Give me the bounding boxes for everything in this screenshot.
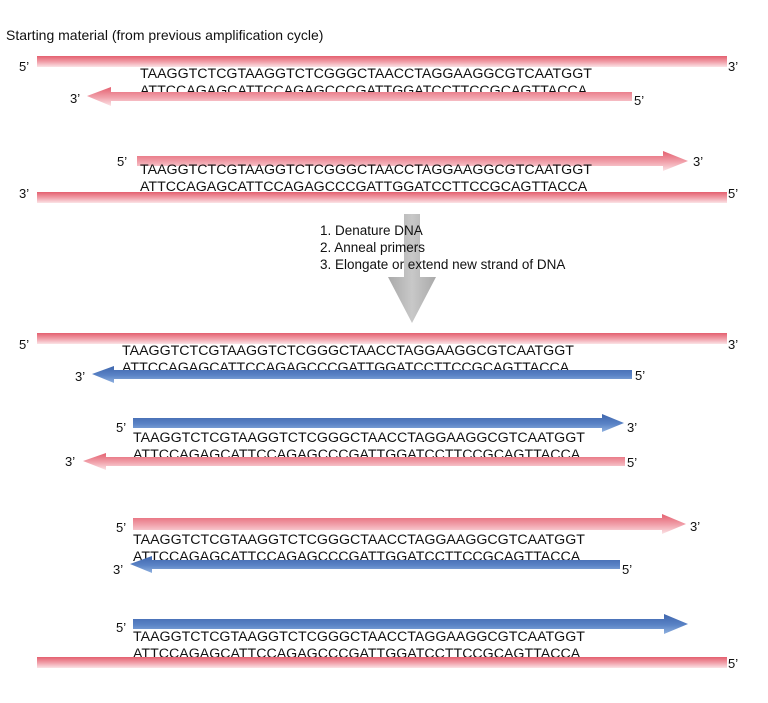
five-prime-label: 5’ bbox=[728, 656, 738, 671]
five-prime-label: 5’ bbox=[634, 93, 644, 108]
three-prime-label: 3’ bbox=[70, 91, 80, 106]
three-prime-label: 3’ bbox=[113, 562, 123, 577]
five-prime-label: 5’ bbox=[116, 520, 126, 535]
new-strand-arrow-left bbox=[130, 556, 620, 573]
three-prime-label: 3’ bbox=[693, 154, 703, 169]
top-strand-sequence: TAAGGTCTCGTAAGGTCTCGGGCTAACCTAGGAAGGCGTC… bbox=[140, 66, 592, 82]
five-prime-label: 5’ bbox=[116, 620, 126, 635]
three-prime-label: 3’ bbox=[65, 454, 75, 469]
five-prime-label: 5’ bbox=[627, 455, 637, 470]
bottom-strand-sequence: ATTCCAGAGCATTCCAGAGCCCGATTGGATCCTTCCGCAG… bbox=[140, 179, 588, 195]
three-prime-label: 3’ bbox=[728, 59, 738, 74]
three-prime-label: 3’ bbox=[627, 420, 637, 435]
five-prime-label: 5’ bbox=[117, 154, 127, 169]
three-prime-label: 3’ bbox=[19, 186, 29, 201]
three-prime-label: 3’ bbox=[728, 337, 738, 352]
five-prime-label: 5’ bbox=[728, 186, 738, 201]
new-strand-arrow-right bbox=[133, 414, 624, 432]
three-prime-label: 3’ bbox=[690, 519, 700, 534]
strand-arrow-left bbox=[83, 453, 625, 470]
top-strand-sequence: TAAGGTCTCGTAAGGTCTCGGGCTAACCTAGGAAGGCGTC… bbox=[140, 162, 592, 178]
strand-arrow-right bbox=[133, 514, 686, 534]
diagram-title: Starting material (from previous amplifi… bbox=[6, 27, 324, 43]
step-denature: 1. Denature DNA bbox=[320, 223, 423, 238]
top-strand-sequence: TAAGGTCTCGTAAGGTCTCGGGCTAACCTAGGAAGGCGTC… bbox=[133, 430, 585, 446]
top-strand-sequence: TAAGGTCTCGTAAGGTCTCGGGCTAACCTAGGAAGGCGTC… bbox=[133, 629, 585, 645]
top-strand-sequence: TAAGGTCTCGTAAGGTCTCGGGCTAACCTAGGAAGGCGTC… bbox=[133, 532, 585, 548]
five-prime-label: 5’ bbox=[635, 368, 645, 383]
five-prime-label: 5’ bbox=[622, 562, 632, 577]
strand-bar bbox=[37, 333, 727, 344]
process-arrow bbox=[388, 214, 436, 323]
five-prime-label: 5’ bbox=[19, 337, 29, 352]
process-steps: 1. Denature DNA 2. Anneal primers 3. Elo… bbox=[320, 222, 565, 273]
strand-arrow-right bbox=[137, 151, 688, 171]
new-strand-arrow-right bbox=[133, 614, 688, 634]
step-elongate: 3. Elongate or extend new strand of DNA bbox=[320, 257, 566, 272]
strand-bar bbox=[37, 657, 727, 668]
top-strand-sequence: TAAGGTCTCGTAAGGTCTCGGGCTAACCTAGGAAGGCGTC… bbox=[122, 343, 574, 359]
five-prime-label: 5’ bbox=[19, 59, 29, 74]
strand-arrow-left bbox=[87, 87, 632, 106]
five-prime-label: 5’ bbox=[116, 420, 126, 435]
strand-bar bbox=[37, 56, 727, 67]
three-prime-label: 3’ bbox=[75, 369, 85, 384]
step-anneal: 2. Anneal primers bbox=[320, 240, 426, 255]
strand-bar bbox=[37, 192, 727, 203]
new-strand-arrow-left bbox=[92, 366, 632, 383]
